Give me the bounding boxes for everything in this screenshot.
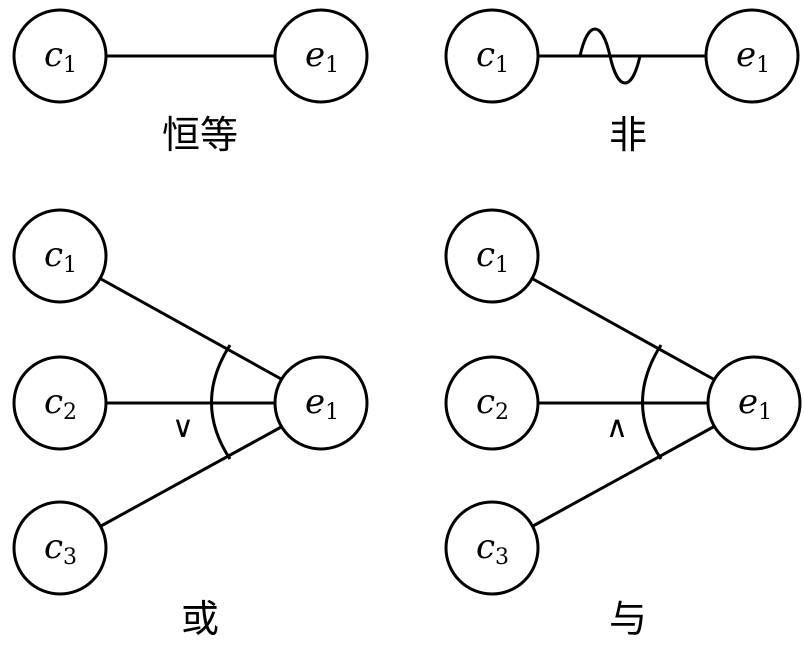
node-circle	[444, 500, 540, 596]
panel-and: ∧ c1 c2 c3 e1 与	[444, 208, 802, 641]
node-label: c3	[44, 527, 77, 570]
or-effect-node: e1	[273, 355, 369, 451]
node-circle	[444, 355, 540, 451]
not-cause-node: c1	[444, 8, 540, 104]
identity-effect-node: e1	[273, 8, 369, 104]
node-circle	[12, 500, 108, 596]
node-circle	[12, 8, 108, 104]
not-caption: 非	[609, 113, 647, 157]
node-label: e1	[305, 382, 339, 425]
node-label: c1	[44, 235, 77, 278]
panel-or: ∨ c1 c2 c3 e1 或	[12, 208, 369, 641]
node-label: c2	[44, 382, 77, 425]
and-edge-c1	[532, 277, 716, 382]
node-label: e1	[736, 35, 770, 78]
node-label: c2	[476, 382, 509, 425]
and-arc	[641, 344, 663, 460]
and-cause-node-1: c1	[444, 208, 540, 304]
node-label: e1	[305, 35, 339, 78]
or-cause-node-3: c3	[12, 500, 108, 596]
node-label: c1	[44, 35, 77, 78]
or-cause-node-1: c1	[12, 208, 108, 304]
and-caption: 与	[609, 597, 647, 641]
and-cause-node-2: c2	[444, 355, 540, 451]
or-cause-node-2: c2	[12, 355, 108, 451]
and-effect-node: e1	[706, 355, 802, 451]
or-arc	[210, 344, 232, 460]
panel-not: c1 e1 非	[444, 8, 800, 157]
node-circle	[444, 8, 540, 104]
panel-identity: c1 e1 恒等	[12, 8, 369, 157]
or-edge-c1	[100, 277, 284, 382]
node-circle	[273, 355, 369, 451]
not-effect-node: e1	[704, 8, 800, 104]
node-circle	[444, 208, 540, 304]
and-edge-c3	[532, 424, 716, 528]
or-symbol: ∨	[172, 410, 194, 445]
node-circle	[12, 208, 108, 304]
node-circle	[706, 355, 802, 451]
or-caption: 或	[181, 597, 219, 641]
node-label: e1	[738, 382, 772, 425]
and-symbol: ∧	[606, 410, 628, 445]
not-wave-symbol	[578, 27, 642, 85]
node-circle	[704, 8, 800, 104]
node-circle	[273, 8, 369, 104]
or-edge-c3	[100, 424, 284, 528]
and-cause-node-3: c3	[444, 500, 540, 596]
identity-cause-node: c1	[12, 8, 108, 104]
identity-caption: 恒等	[162, 113, 238, 157]
node-label: c1	[476, 235, 509, 278]
node-label: c1	[476, 35, 509, 78]
node-label: c3	[476, 527, 509, 570]
node-circle	[12, 355, 108, 451]
